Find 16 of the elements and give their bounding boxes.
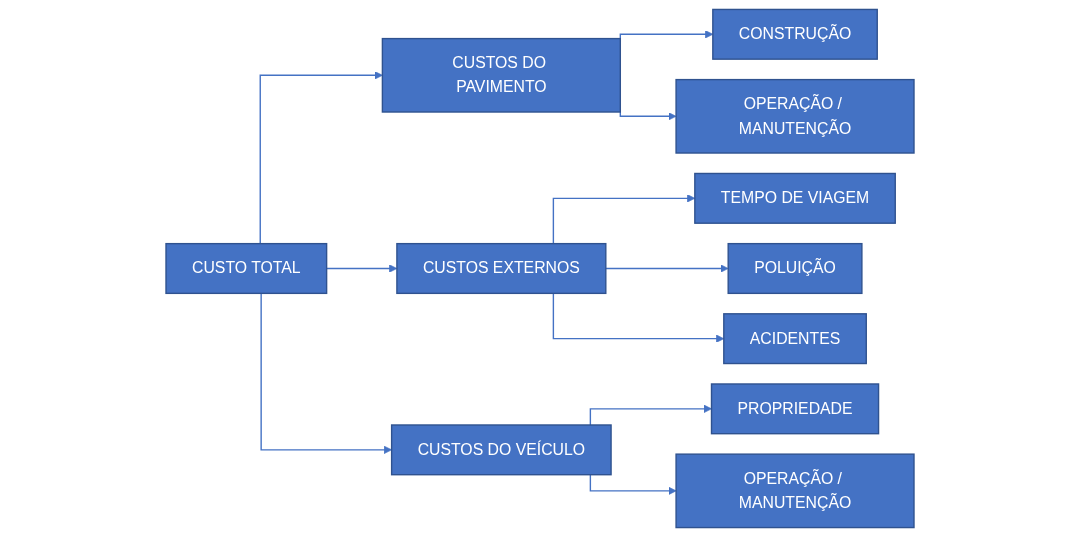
- node-box: CUSTO TOTAL: [165, 242, 328, 295]
- node-box: OPERAÇÃO / MANUTENÇÃO: [675, 453, 915, 529]
- arrow: [589, 474, 677, 495]
- arrow: [605, 264, 729, 273]
- node-box: CUSTOS DO PAVIMENTO: [381, 37, 621, 113]
- node-box: PROPRIEDADE: [710, 383, 880, 435]
- arrow: [260, 292, 392, 454]
- node-box: CUSTOS DO VEÍCULO: [390, 424, 612, 476]
- node-box: CUSTOS EXTERNOS: [396, 242, 607, 295]
- node-box: POLUIÇÃO: [727, 242, 863, 295]
- node-box: ACIDENTES: [723, 313, 867, 365]
- arrow: [589, 404, 712, 426]
- arrow: [259, 71, 383, 245]
- node-box: TEMPO DE VIAGEM: [694, 172, 896, 224]
- node-box: OPERAÇÃO / MANUTENÇÃO: [675, 78, 915, 154]
- node-box: CONSTRUÇÃO: [712, 8, 878, 60]
